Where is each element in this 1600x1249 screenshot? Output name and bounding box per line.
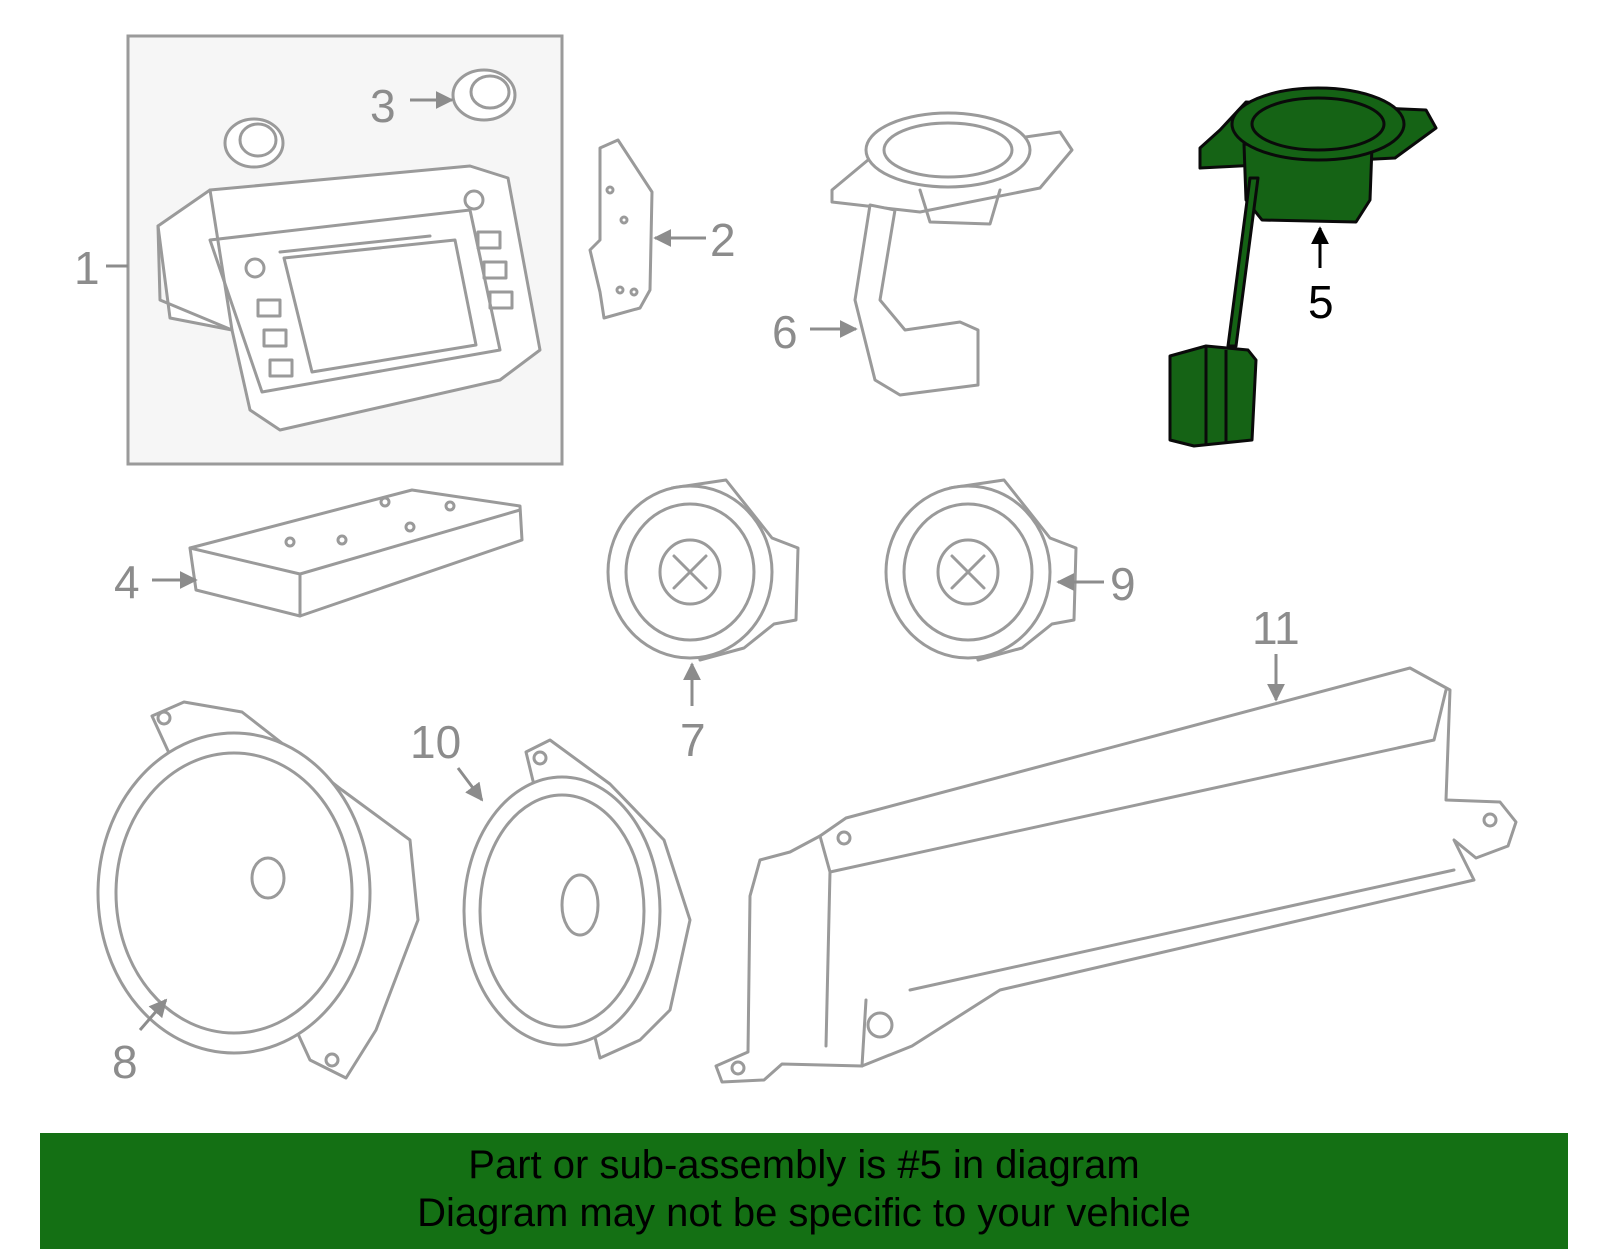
- part-3-knob[interactable]: [451, 68, 517, 122]
- part-9-speaker[interactable]: [884, 478, 1078, 662]
- part-8-speaker[interactable]: [96, 700, 420, 1080]
- banner-line-part: Part or sub-assembly is #5 in diagram: [468, 1143, 1140, 1187]
- callout-10: 10: [410, 716, 461, 768]
- callout-1: 1: [74, 242, 100, 294]
- part-7-speaker[interactable]: [606, 478, 800, 662]
- callout-11: 11: [1252, 602, 1300, 654]
- part-2-bracket[interactable]: [588, 138, 654, 320]
- callout-8: 8: [112, 1036, 138, 1088]
- callout-2: 2: [710, 214, 736, 266]
- callout-3: 3: [370, 80, 396, 132]
- callout-4: 4: [114, 556, 140, 608]
- leader-8: [138, 998, 168, 1031]
- part-11-subwoofer[interactable]: [714, 666, 1518, 1084]
- callout-6: 6: [772, 306, 798, 358]
- leader-10: [456, 767, 484, 802]
- part-4-amplifier[interactable]: [188, 488, 524, 618]
- callout-5: 5: [1308, 276, 1334, 328]
- part-5-speaker-highlighted[interactable]: [1168, 86, 1438, 448]
- callout-9: 9: [1110, 558, 1136, 610]
- banner-line-disclaimer: Diagram may not be specific to your vehi…: [417, 1191, 1191, 1235]
- info-banner: Part or sub-assembly is #5 in diagram Di…: [40, 1133, 1568, 1249]
- part-10-speaker[interactable]: [462, 738, 692, 1060]
- part-6-tweeter-bracket[interactable]: [830, 111, 1074, 397]
- callout-7: 7: [680, 714, 706, 766]
